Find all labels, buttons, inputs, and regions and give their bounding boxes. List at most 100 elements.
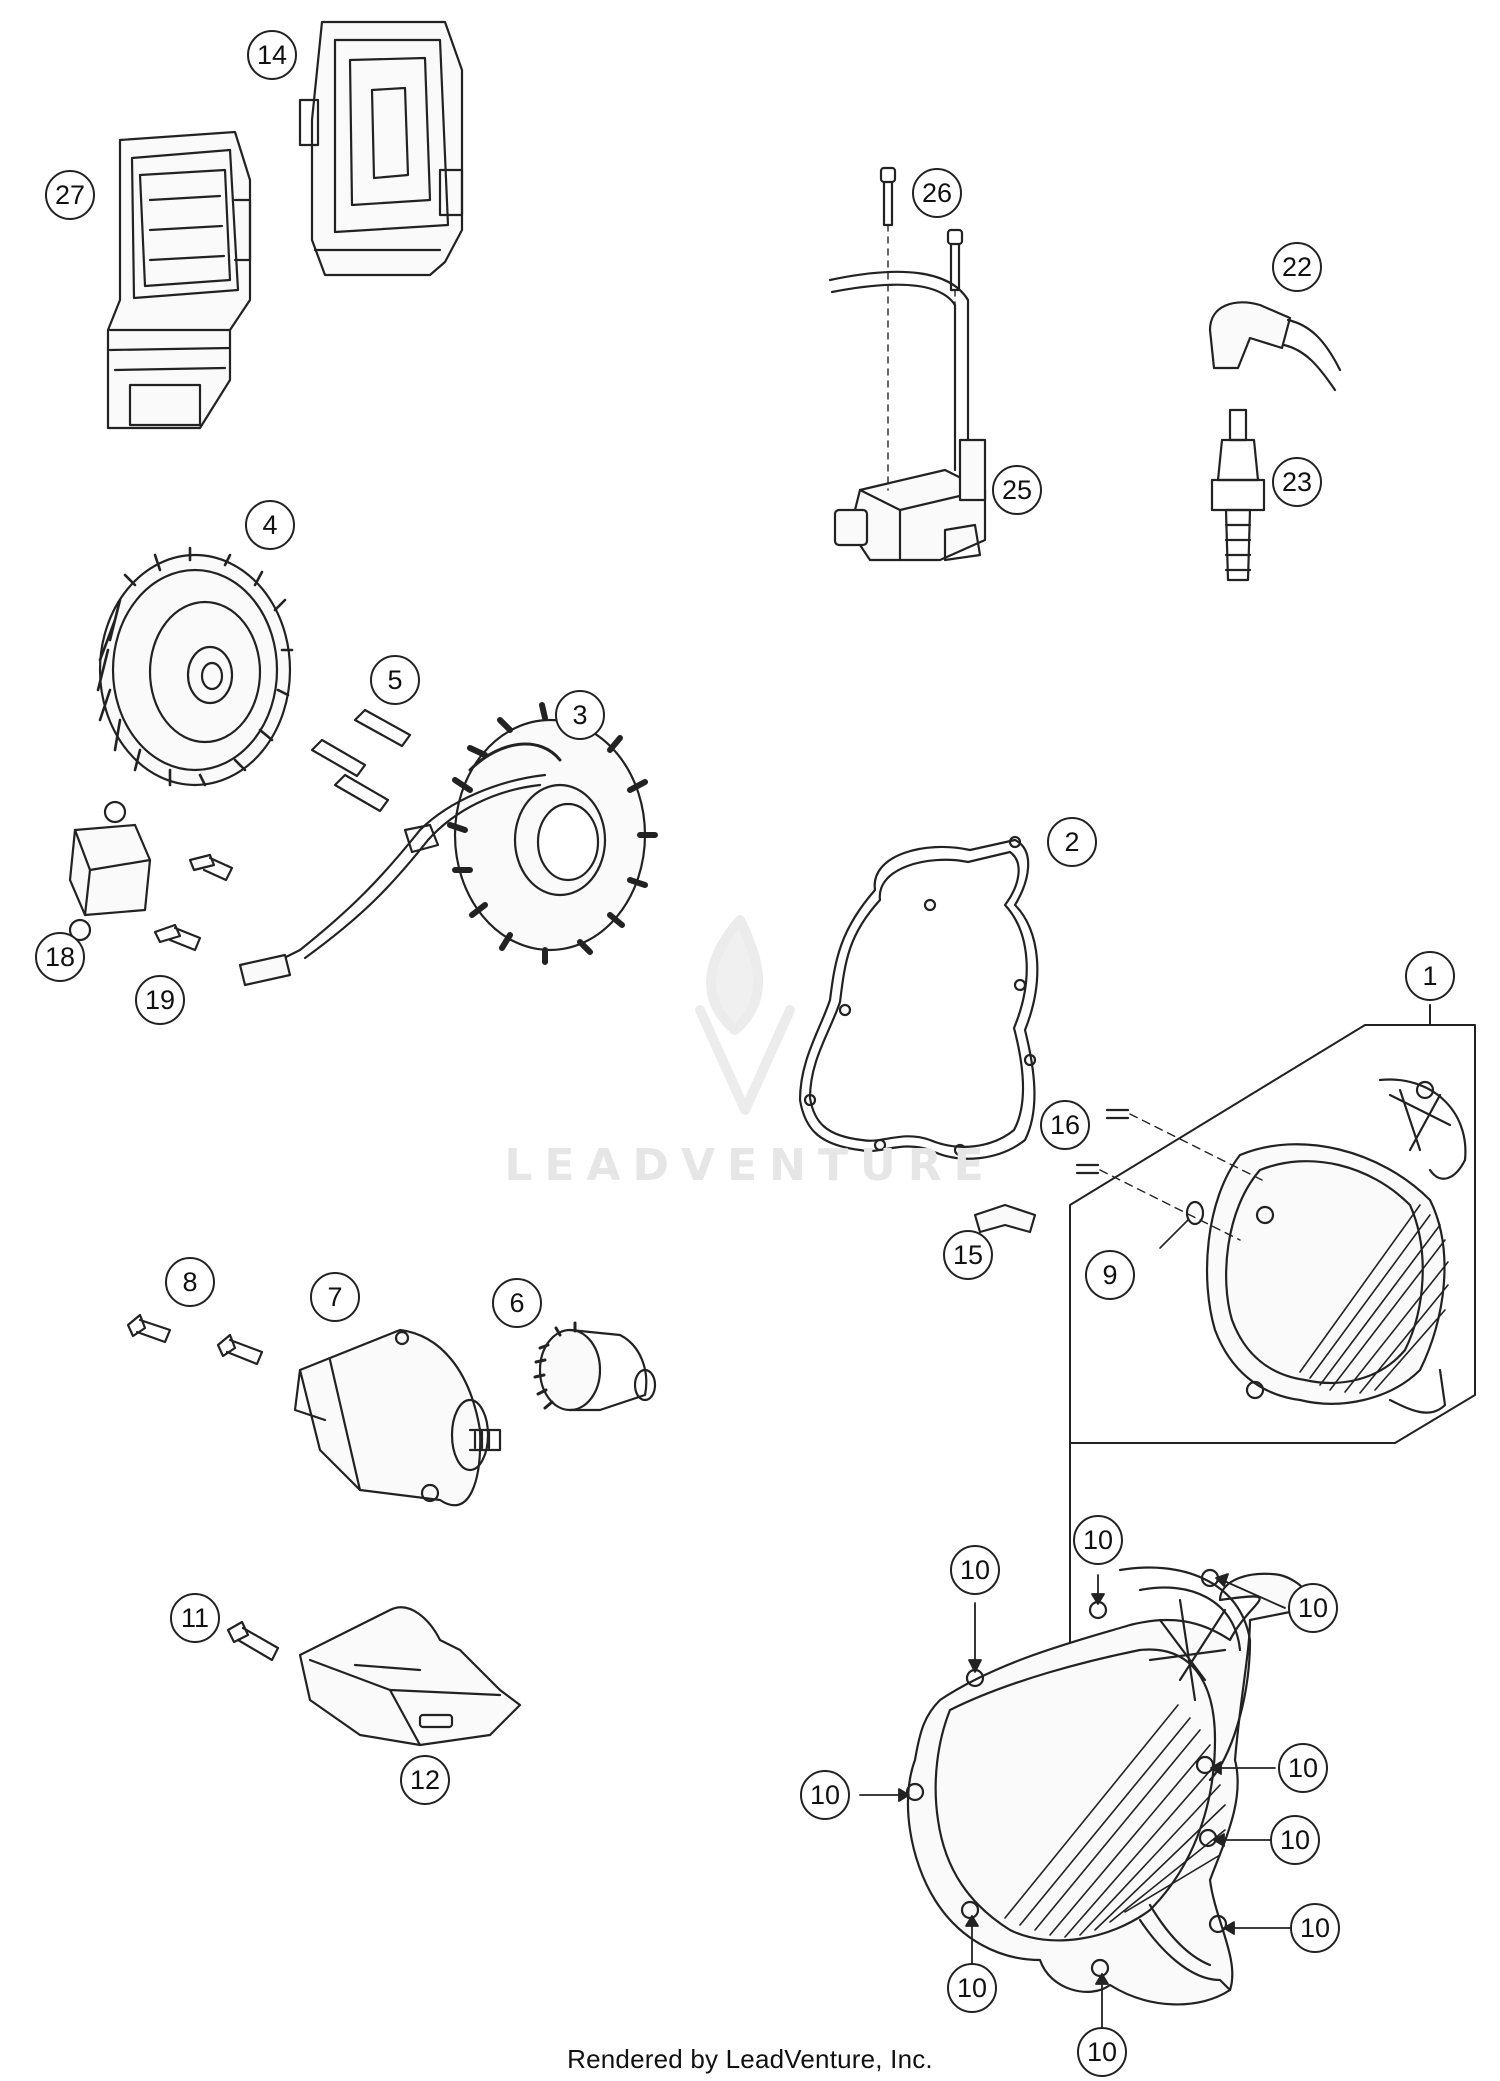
callout-label: 11 — [181, 1603, 209, 1633]
callout-circle — [45, 170, 95, 220]
callout-circle — [310, 1272, 360, 1322]
callout-circle — [1405, 951, 1455, 1001]
callout-circle — [170, 1593, 220, 1643]
ecu-27 — [106, 130, 252, 430]
callout-4: 4 — [245, 500, 295, 550]
callout-11: 11 — [170, 1593, 220, 1643]
callout-circle — [492, 1278, 542, 1328]
callout-label: 7 — [327, 1282, 342, 1312]
callout-label: 5 — [387, 665, 402, 695]
callout-label: 15 — [953, 1240, 983, 1270]
callout-circle — [947, 1963, 997, 2013]
callout-circle — [1278, 1743, 1328, 1793]
callout-circle — [1290, 1903, 1340, 1953]
callout-18: 18 — [35, 932, 85, 982]
callout-label: 3 — [572, 700, 587, 730]
clip-15 — [973, 1203, 1037, 1234]
callout-7: 7 — [310, 1272, 360, 1322]
callout-label: 10 — [1083, 1525, 1113, 1555]
callout-circle — [135, 975, 185, 1025]
callout-circle — [1272, 242, 1322, 292]
callout-2: 2 — [1047, 817, 1097, 867]
callout-circle — [950, 1545, 1000, 1595]
cover-screws-16 — [1075, 1108, 1263, 1241]
callout-9: 9 — [1085, 1250, 1135, 1300]
callout-10: 10 — [1073, 1515, 1123, 1565]
callout-10: 10 — [1077, 2027, 1127, 2077]
callout-circle — [1272, 457, 1322, 507]
callout-label: 18 — [45, 942, 75, 972]
starter-bolts-8 — [126, 1313, 264, 1366]
callout-circle — [555, 690, 605, 740]
callout-label: 22 — [1282, 252, 1312, 282]
callout-circle — [1288, 1583, 1338, 1633]
callout-8: 8 — [165, 1257, 215, 1307]
callout-15: 15 — [943, 1230, 993, 1280]
callout-10: 10 — [947, 1963, 997, 2013]
ecu-14 — [298, 20, 464, 277]
callout-label: 6 — [509, 1288, 524, 1318]
callout-circle — [800, 1770, 850, 1820]
callout-label: 10 — [1298, 1593, 1328, 1623]
bolt-11 — [226, 1620, 280, 1662]
callout-10: 10 — [1290, 1903, 1340, 1953]
callout-6: 6 — [492, 1278, 542, 1328]
callout-10: 10 — [800, 1770, 850, 1820]
callout-10: 10 — [950, 1545, 1000, 1595]
gasket-2 — [798, 835, 1039, 1160]
callout-label: 25 — [1002, 475, 1032, 505]
callout-label: 8 — [182, 1267, 197, 1297]
callout-label: 10 — [960, 1555, 990, 1585]
callout-circle — [1040, 1100, 1090, 1150]
callout-label: 14 — [257, 40, 287, 70]
regulator-18 — [68, 800, 152, 942]
callout-label: 10 — [1300, 1913, 1330, 1943]
callout-label: 9 — [1102, 1260, 1117, 1290]
callout-circle — [245, 500, 295, 550]
callout-5: 5 — [370, 655, 420, 705]
callout-circle — [912, 168, 962, 218]
washer-9 — [1159, 1200, 1205, 1249]
regulator-bolts-19 — [153, 853, 234, 952]
stator-3 — [447, 702, 658, 965]
ignition-cover-kit — [1205, 1078, 1467, 1414]
callout-16: 16 — [1040, 1100, 1090, 1150]
ignition-coil-25 — [828, 270, 987, 562]
callout-circle — [1085, 1250, 1135, 1300]
callout-circle — [165, 1257, 215, 1307]
stator-wire — [238, 773, 547, 987]
starter-gear-6 — [533, 1321, 657, 1412]
callout-circle — [1073, 1515, 1123, 1565]
callout-label: 1 — [1422, 961, 1437, 991]
spark-plug-cap-22 — [1208, 301, 1342, 392]
callout-label: 10 — [957, 1973, 987, 2003]
spark-plug-23 — [1210, 408, 1266, 582]
watermark-text: LEADVENTURE — [504, 1140, 996, 1191]
callout-10: 10 — [1288, 1583, 1338, 1633]
callout-circle — [1270, 1815, 1320, 1865]
starter-motor-7 — [293, 1328, 502, 1507]
callout-1: 1 — [1405, 951, 1455, 1001]
callout-23: 23 — [1272, 457, 1322, 507]
callout-3: 3 — [555, 690, 605, 740]
kit-box-1 — [1069, 1004, 1476, 1801]
leader-lines-10 — [859, 1573, 1291, 2033]
callout-circle — [992, 465, 1042, 515]
callout-circle — [35, 932, 85, 982]
watermark-logo — [695, 915, 795, 1115]
callout-14: 14 — [247, 30, 297, 80]
callout-label: 16 — [1050, 1110, 1080, 1140]
flywheel-4 — [96, 546, 294, 787]
callout-label: 4 — [262, 510, 277, 540]
protector-12 — [298, 1606, 522, 1747]
callout-circle — [370, 655, 420, 705]
callout-label: 26 — [922, 178, 952, 208]
callout-19: 19 — [135, 975, 185, 1025]
callout-12: 12 — [400, 1755, 450, 1805]
coil-bolts-26 — [879, 166, 964, 491]
callout-circle — [1077, 2027, 1127, 2077]
callout-label: 10 — [810, 1780, 840, 1810]
callout-label: 12 — [410, 1765, 440, 1795]
